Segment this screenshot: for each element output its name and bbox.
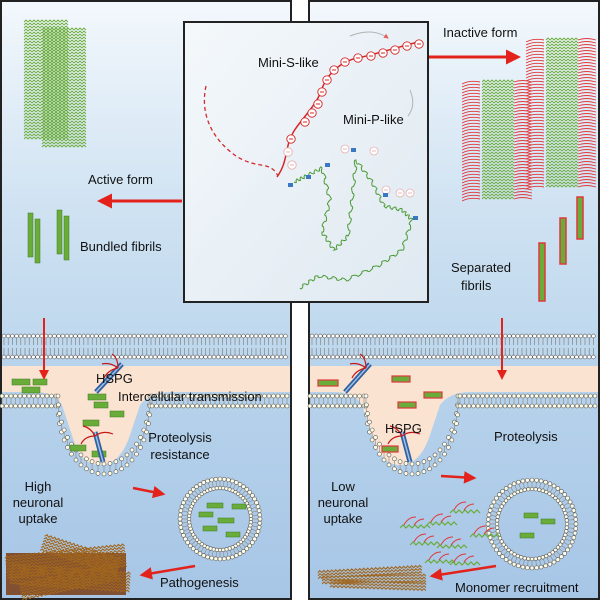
intercellular-transmission-label: Intercellular transmission [118,389,262,404]
separated-fibril-stack-icon-2 [525,37,597,190]
low-uptake-label-3: uptake [323,511,362,526]
high-uptake-label-1: High [25,479,52,494]
negative-charge-markers [283,39,424,198]
center-inset-frame [183,21,429,303]
separated-fibrils-label-2: fibrils [461,278,492,293]
mini-p-label: Mini-P-like [343,112,404,127]
pathogenic-aggregate-icon [4,534,131,600]
right-hspg-receptor-2 [387,425,421,463]
left-endosome-vesicle [177,476,263,562]
center-inset: Mini-S-like Mini-P-like [183,21,429,303]
left-membrane-invagination [0,393,290,477]
curved-arrow-2 [407,89,414,117]
mini-p-chain [293,159,414,290]
separated-fibrils-label-1: Separated [451,260,511,275]
pathogenesis-label: Pathogenesis [160,575,239,590]
high-uptake-label-3: uptake [18,511,57,526]
left-vesicle-arrow [132,485,166,499]
right-endosome-vesicle [485,477,579,571]
mini-s-chain [276,41,419,178]
left-cell-membrane [1,333,288,360]
monomer-recruitment-arrow [429,564,497,581]
right-internalized-fibrils [317,375,443,453]
fibril-bar [34,218,41,264]
right-vesicle-fibrils [519,512,556,539]
dashed-chain [203,85,279,177]
high-uptake-label-2: neuronal [13,495,64,510]
bundled-fibrils-label: Bundled fibrils [80,239,162,254]
mini-s-label: Mini-S-like [258,55,319,70]
right-cytoplasm [310,366,598,465]
inactive-form-label: Inactive form [443,25,517,40]
separated-fibril-stack-icon [461,79,533,202]
fibril-bar [27,212,34,258]
curved-arrow [349,31,389,39]
bundled-fibril-stack-icon [23,19,87,148]
separated-fibril-bars [538,196,584,302]
left-hspg-receptor [94,353,124,394]
low-uptake-label-2: neuronal [318,495,369,510]
separated-aggregate-icon [317,564,427,592]
active-form-label: Active form [88,172,153,187]
left-hspg-receptor-2 [80,425,114,463]
fibril-bar [63,215,70,261]
left-cytoplasm [2,366,290,465]
bundled-fibril-bars [27,209,70,264]
right-hspg-receptor [343,353,372,394]
proteolysis-resistance-label-1: Proteolysis [148,430,212,445]
low-uptake-label-1: Low [331,479,355,494]
monomer-recruitment-label: Monomer recruitment [455,580,579,595]
right-hspg-label: HSPG [385,421,422,436]
fibril-bar [56,209,63,255]
monomer-icons [399,501,501,566]
proteolysis-resistance-label-2: resistance [150,447,209,462]
blue-markers [288,148,418,220]
left-vesicle-fibrils [198,502,247,538]
right-vesicle-arrow [440,471,477,484]
right-panel: Inactive form Separated fibrils [307,0,600,600]
right-membrane-invagination [307,393,598,477]
left-hspg-label: HSPG [96,371,133,386]
pathogenesis-arrow [139,564,196,580]
proteolysis-label: Proteolysis [494,429,558,444]
